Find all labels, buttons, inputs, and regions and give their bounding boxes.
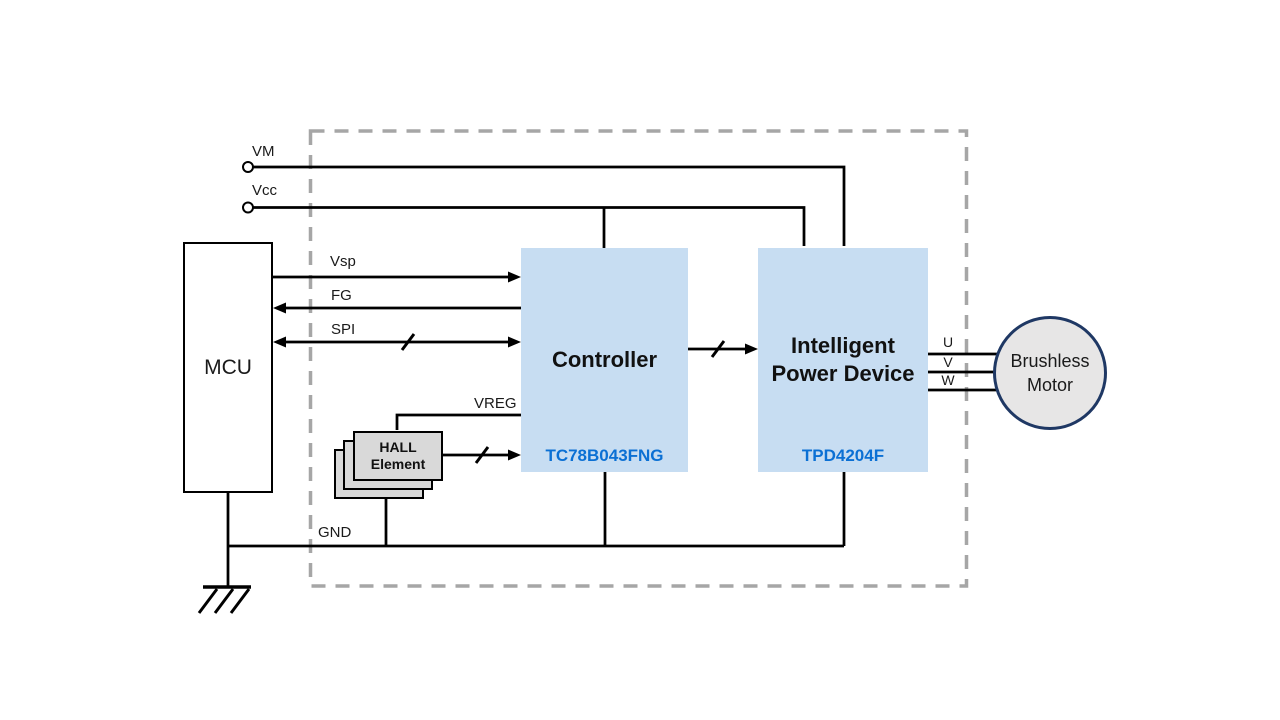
controller-part-number: TC78B043FNG xyxy=(545,446,664,465)
hall-bus-slash xyxy=(474,446,490,464)
ipd-part-number: TPD4204F xyxy=(801,446,885,465)
phase-w-label: W xyxy=(941,372,955,388)
vreg-line xyxy=(395,413,521,430)
vcc-line xyxy=(253,206,806,246)
fg-label: FG xyxy=(331,287,352,304)
intelligent-power-device-block: Intelligent Power Device TPD4204F xyxy=(758,248,928,472)
vreg-label: VREG xyxy=(474,395,517,412)
controller-to-ipd-arrowhead xyxy=(745,343,758,355)
controller-to-ipd-bus-slash xyxy=(710,340,726,358)
fg-arrowhead xyxy=(273,302,286,314)
vcc-terminal xyxy=(242,201,254,214)
spi-arrowhead-left xyxy=(273,336,286,348)
gnd-label: GND xyxy=(318,524,352,541)
vsp-label: Vsp xyxy=(330,253,356,270)
ground-symbol xyxy=(197,585,251,614)
controller-title: Controller xyxy=(551,347,658,372)
ground-hatch-2 xyxy=(213,588,235,614)
phase-v-label: V xyxy=(943,354,953,370)
hall-to-controller-arrowhead xyxy=(508,449,521,461)
brushless-motor: Brushless Motor xyxy=(993,316,1107,430)
mcu-block: MCU xyxy=(183,242,273,493)
phase-u-label: U xyxy=(942,334,954,350)
vm-line xyxy=(253,165,846,246)
mcu-label: MCU xyxy=(204,355,252,379)
brushless-motor-label: Brushless Motor xyxy=(1010,351,1090,395)
vcc-label: Vcc xyxy=(252,182,278,199)
hall-element-block: HALL Element xyxy=(353,431,443,481)
ipd-title: Intelligent Power Device xyxy=(771,333,915,386)
driver-enclosure-dashed-border xyxy=(308,129,969,588)
vm-terminal xyxy=(242,161,254,173)
spi-label: SPI xyxy=(331,321,356,338)
ground-hatch-1 xyxy=(197,588,219,614)
spi-arrowhead-right xyxy=(508,336,521,348)
spi-bus-slash xyxy=(400,333,416,351)
vm-label: VM xyxy=(252,143,275,160)
controller-block: Controller TC78B043FNG xyxy=(521,248,688,472)
ground-hatch-3 xyxy=(229,588,251,614)
hall-element-label: HALL Element xyxy=(370,439,426,472)
vsp-arrowhead xyxy=(508,271,521,283)
